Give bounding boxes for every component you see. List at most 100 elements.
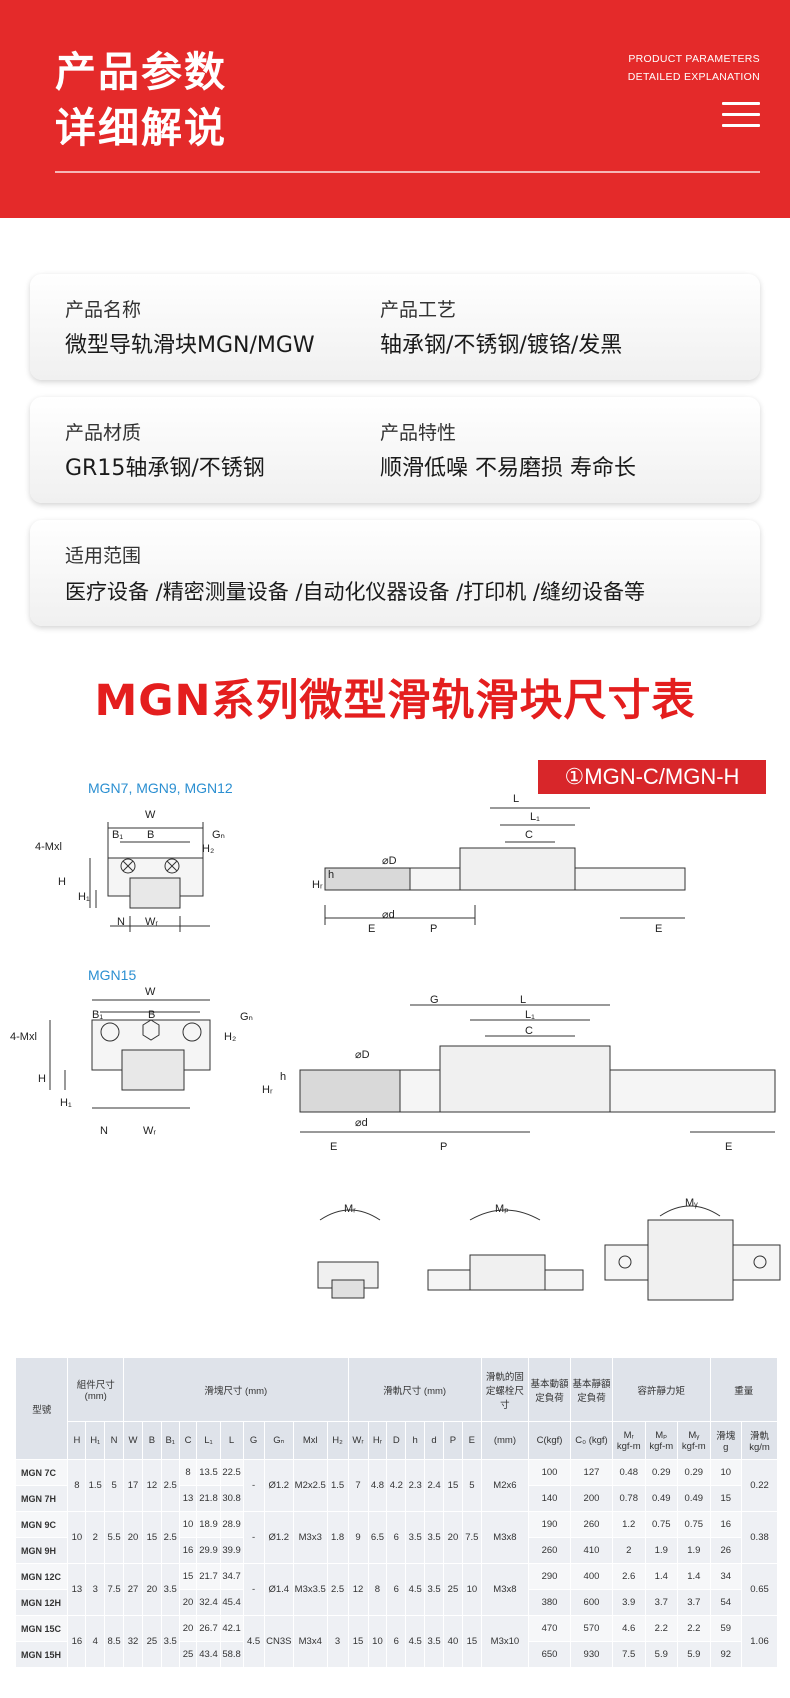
th-c: C	[178, 1421, 198, 1460]
table-cell: 4.8	[367, 1459, 388, 1512]
th-d-small: d	[424, 1421, 445, 1460]
table-cell: 3.5	[424, 1563, 445, 1616]
title-line-1: 产品参数	[55, 48, 227, 96]
th-e: E	[461, 1421, 482, 1460]
table-cell: 5.5	[104, 1511, 125, 1564]
table-cell: 190	[528, 1511, 571, 1538]
card-value: 医疗设备 /精密测量设备 /自动化仪器设备 /打印机 /缝纫设备等	[65, 580, 645, 604]
side-view-mgn15	[299, 1004, 776, 1133]
dim-e-right: E	[655, 923, 662, 935]
table-cell: -	[242, 1511, 265, 1564]
dim-l-15: L	[520, 994, 526, 1006]
table-cell: 3	[326, 1615, 349, 1668]
table-cell: M3x3.5	[292, 1563, 328, 1616]
info-card-material-features: 产品材质 GR15轴承钢/不锈钢 产品特性 顺滑低噪 不易磨损 寿命长	[30, 397, 760, 503]
table-cell: 4.5	[405, 1563, 426, 1616]
table-cell: 2	[611, 1537, 646, 1564]
table-cell: -	[242, 1563, 265, 1616]
table-cell: 4.2	[386, 1459, 407, 1512]
table-cell: 100	[528, 1459, 571, 1486]
dim-gn-15: Gₙ	[240, 1011, 253, 1023]
info-card-name-process: 产品名称 微型导轨滑块MGN/MGW 产品工艺 轴承钢/不锈钢/镀铬/发黑	[30, 274, 760, 380]
table-cell: 3.5	[405, 1511, 426, 1564]
dim-h: H	[58, 876, 66, 888]
table-cell: 8	[67, 1459, 87, 1512]
dim-hr-15: Hᵣ	[262, 1084, 273, 1096]
table-cell: 21.8	[196, 1485, 221, 1512]
table-cell: 140	[528, 1485, 571, 1512]
table-cell: 20	[178, 1615, 198, 1642]
model-cell: MGN 12H	[14, 1589, 69, 1616]
dim-h1: H₁	[78, 891, 90, 903]
table-cell: 26.7	[196, 1615, 221, 1642]
table-cell: 15	[178, 1563, 198, 1590]
dim-h1-15: H₁	[60, 1097, 72, 1109]
table-cell: 0.22	[741, 1459, 778, 1512]
dim-h2: H₂	[202, 843, 214, 855]
dim-wr-15: Wᵣ	[143, 1125, 156, 1137]
moment-mp-label: Mₚ	[495, 1203, 509, 1215]
table-cell: 21.7	[196, 1563, 221, 1590]
dim-d-large-15: ⌀D	[355, 1049, 370, 1061]
hamburger-icon[interactable]	[722, 102, 760, 135]
table-cell: 380	[528, 1589, 571, 1616]
th-model: 型號	[14, 1357, 69, 1460]
table-cell: 0.78	[611, 1485, 646, 1512]
table-cell: 2.6	[611, 1563, 646, 1590]
dim-mxl: 4-Mxl	[35, 841, 62, 853]
table-cell: 10	[67, 1511, 87, 1564]
model-cell: MGN 15H	[14, 1641, 69, 1668]
dim-e-15: E	[330, 1141, 337, 1153]
th-bolt-unit: (mm)	[480, 1421, 530, 1460]
table-cell: 10	[461, 1563, 482, 1616]
dim-l1-15: L₁	[525, 1009, 535, 1021]
table-cell: 2.5	[160, 1511, 180, 1564]
table-cell: 2.2	[677, 1615, 711, 1642]
table-cell: 54	[709, 1589, 743, 1616]
th-bolt: 滑軌的固定螺栓尺寸	[480, 1357, 530, 1422]
model-cell: MGN 12C	[14, 1563, 69, 1590]
card-label: 产品名称	[65, 299, 142, 321]
card-label: 产品特性	[380, 422, 457, 444]
th-h1: H₁	[85, 1421, 106, 1460]
table-cell: 27	[123, 1563, 143, 1616]
table-cell: 32	[123, 1615, 143, 1668]
page-title: 产品参数 详细解说	[55, 44, 227, 156]
table-cell: 43.4	[196, 1641, 221, 1668]
table-cell: 2.2	[644, 1615, 679, 1642]
table-cell: 17	[123, 1459, 143, 1512]
card-value: 顺滑低噪 不易磨损 寿命长	[380, 456, 636, 481]
table-cell: 400	[570, 1563, 613, 1590]
table-cell: 16	[67, 1615, 87, 1668]
table-cell: 1.9	[644, 1537, 679, 1564]
th-h2: H₂	[326, 1421, 349, 1460]
moment-my-label: Mᵧ	[685, 1197, 698, 1209]
table-cell: 58.8	[219, 1641, 244, 1668]
th-hr: Hᵣ	[367, 1421, 388, 1460]
dim-wr: Wᵣ	[145, 916, 158, 928]
side-view-small	[324, 807, 686, 925]
table-cell: 15	[141, 1511, 162, 1564]
table-cell: 410	[570, 1537, 613, 1564]
dim-c-15: C	[525, 1025, 533, 1037]
table-cell: 0.65	[741, 1563, 778, 1616]
table-cell: 2	[85, 1511, 106, 1564]
table-cell: 127	[570, 1459, 613, 1486]
th-dyn: 基本動額定負荷	[528, 1357, 571, 1422]
table-cell: 3.5	[160, 1563, 180, 1616]
table-cell: 10	[709, 1459, 743, 1486]
table-cell: CN3S	[263, 1615, 294, 1668]
table-cell: 2.4	[424, 1459, 445, 1512]
table-cell: 10	[367, 1615, 388, 1668]
th-d: D	[386, 1421, 407, 1460]
th-h-rail: h	[405, 1421, 426, 1460]
table-cell: M3x10	[480, 1615, 530, 1668]
cross-section-small	[89, 822, 210, 932]
table-cell: 600	[570, 1589, 613, 1616]
table-cell: 25	[141, 1615, 162, 1668]
dim-hr: Hᵣ	[312, 879, 323, 891]
moment-my	[604, 1205, 781, 1301]
